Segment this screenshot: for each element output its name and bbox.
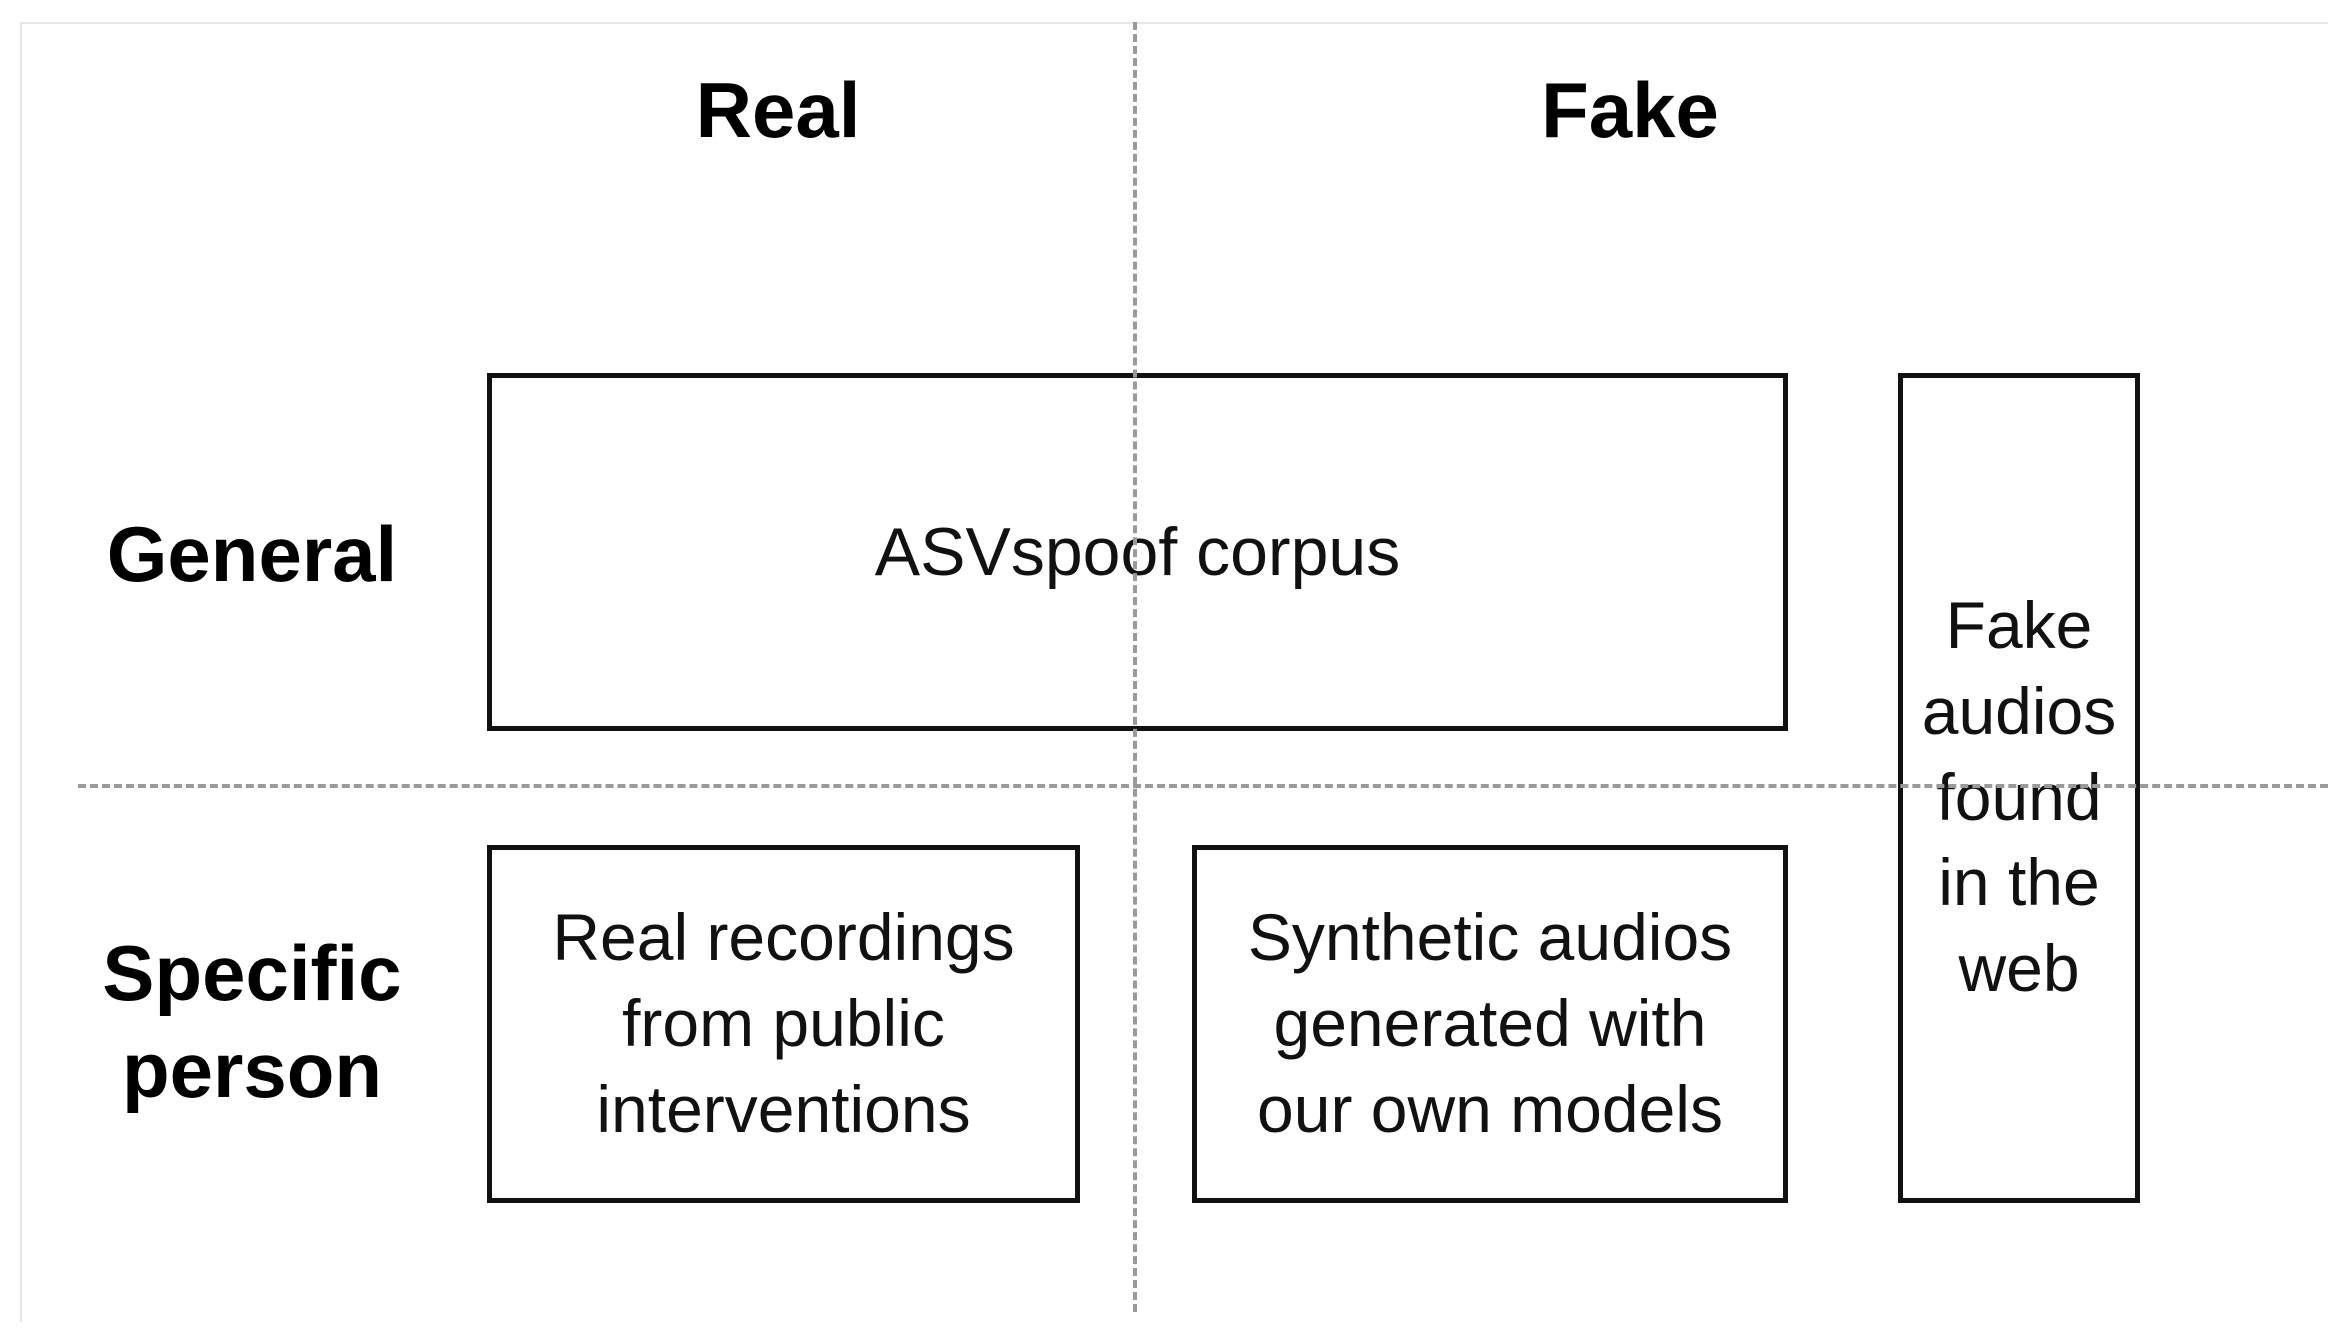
- frame-left-border: [20, 22, 22, 1322]
- real-recordings-box: Real recordings from public intervention…: [487, 845, 1080, 1203]
- row-header-general: General: [106, 510, 398, 598]
- real-recordings-label: Real recordings from public intervention…: [552, 900, 1015, 1146]
- web-fake-audios-box: Fake audios found in the web: [1898, 373, 2140, 1203]
- asvspoof-corpus-box: ASVspoof corpus: [487, 373, 1788, 731]
- row-header-specific-person: Specific person: [102, 929, 402, 1114]
- column-header-real: Real: [695, 66, 861, 154]
- column-header-fake: Fake: [1541, 66, 1719, 154]
- vertical-dashed-divider: [1133, 22, 1137, 1312]
- synthetic-audios-label: Synthetic audios generated with our own …: [1247, 900, 1733, 1146]
- horizontal-dashed-divider: [78, 784, 2328, 788]
- asvspoof-corpus-label: ASVspoof corpus: [874, 513, 1401, 590]
- web-fake-audios-label: Fake audios found in the web: [1921, 588, 2117, 1006]
- synthetic-audios-box: Synthetic audios generated with our own …: [1192, 845, 1788, 1203]
- frame-top-border: [20, 22, 2328, 24]
